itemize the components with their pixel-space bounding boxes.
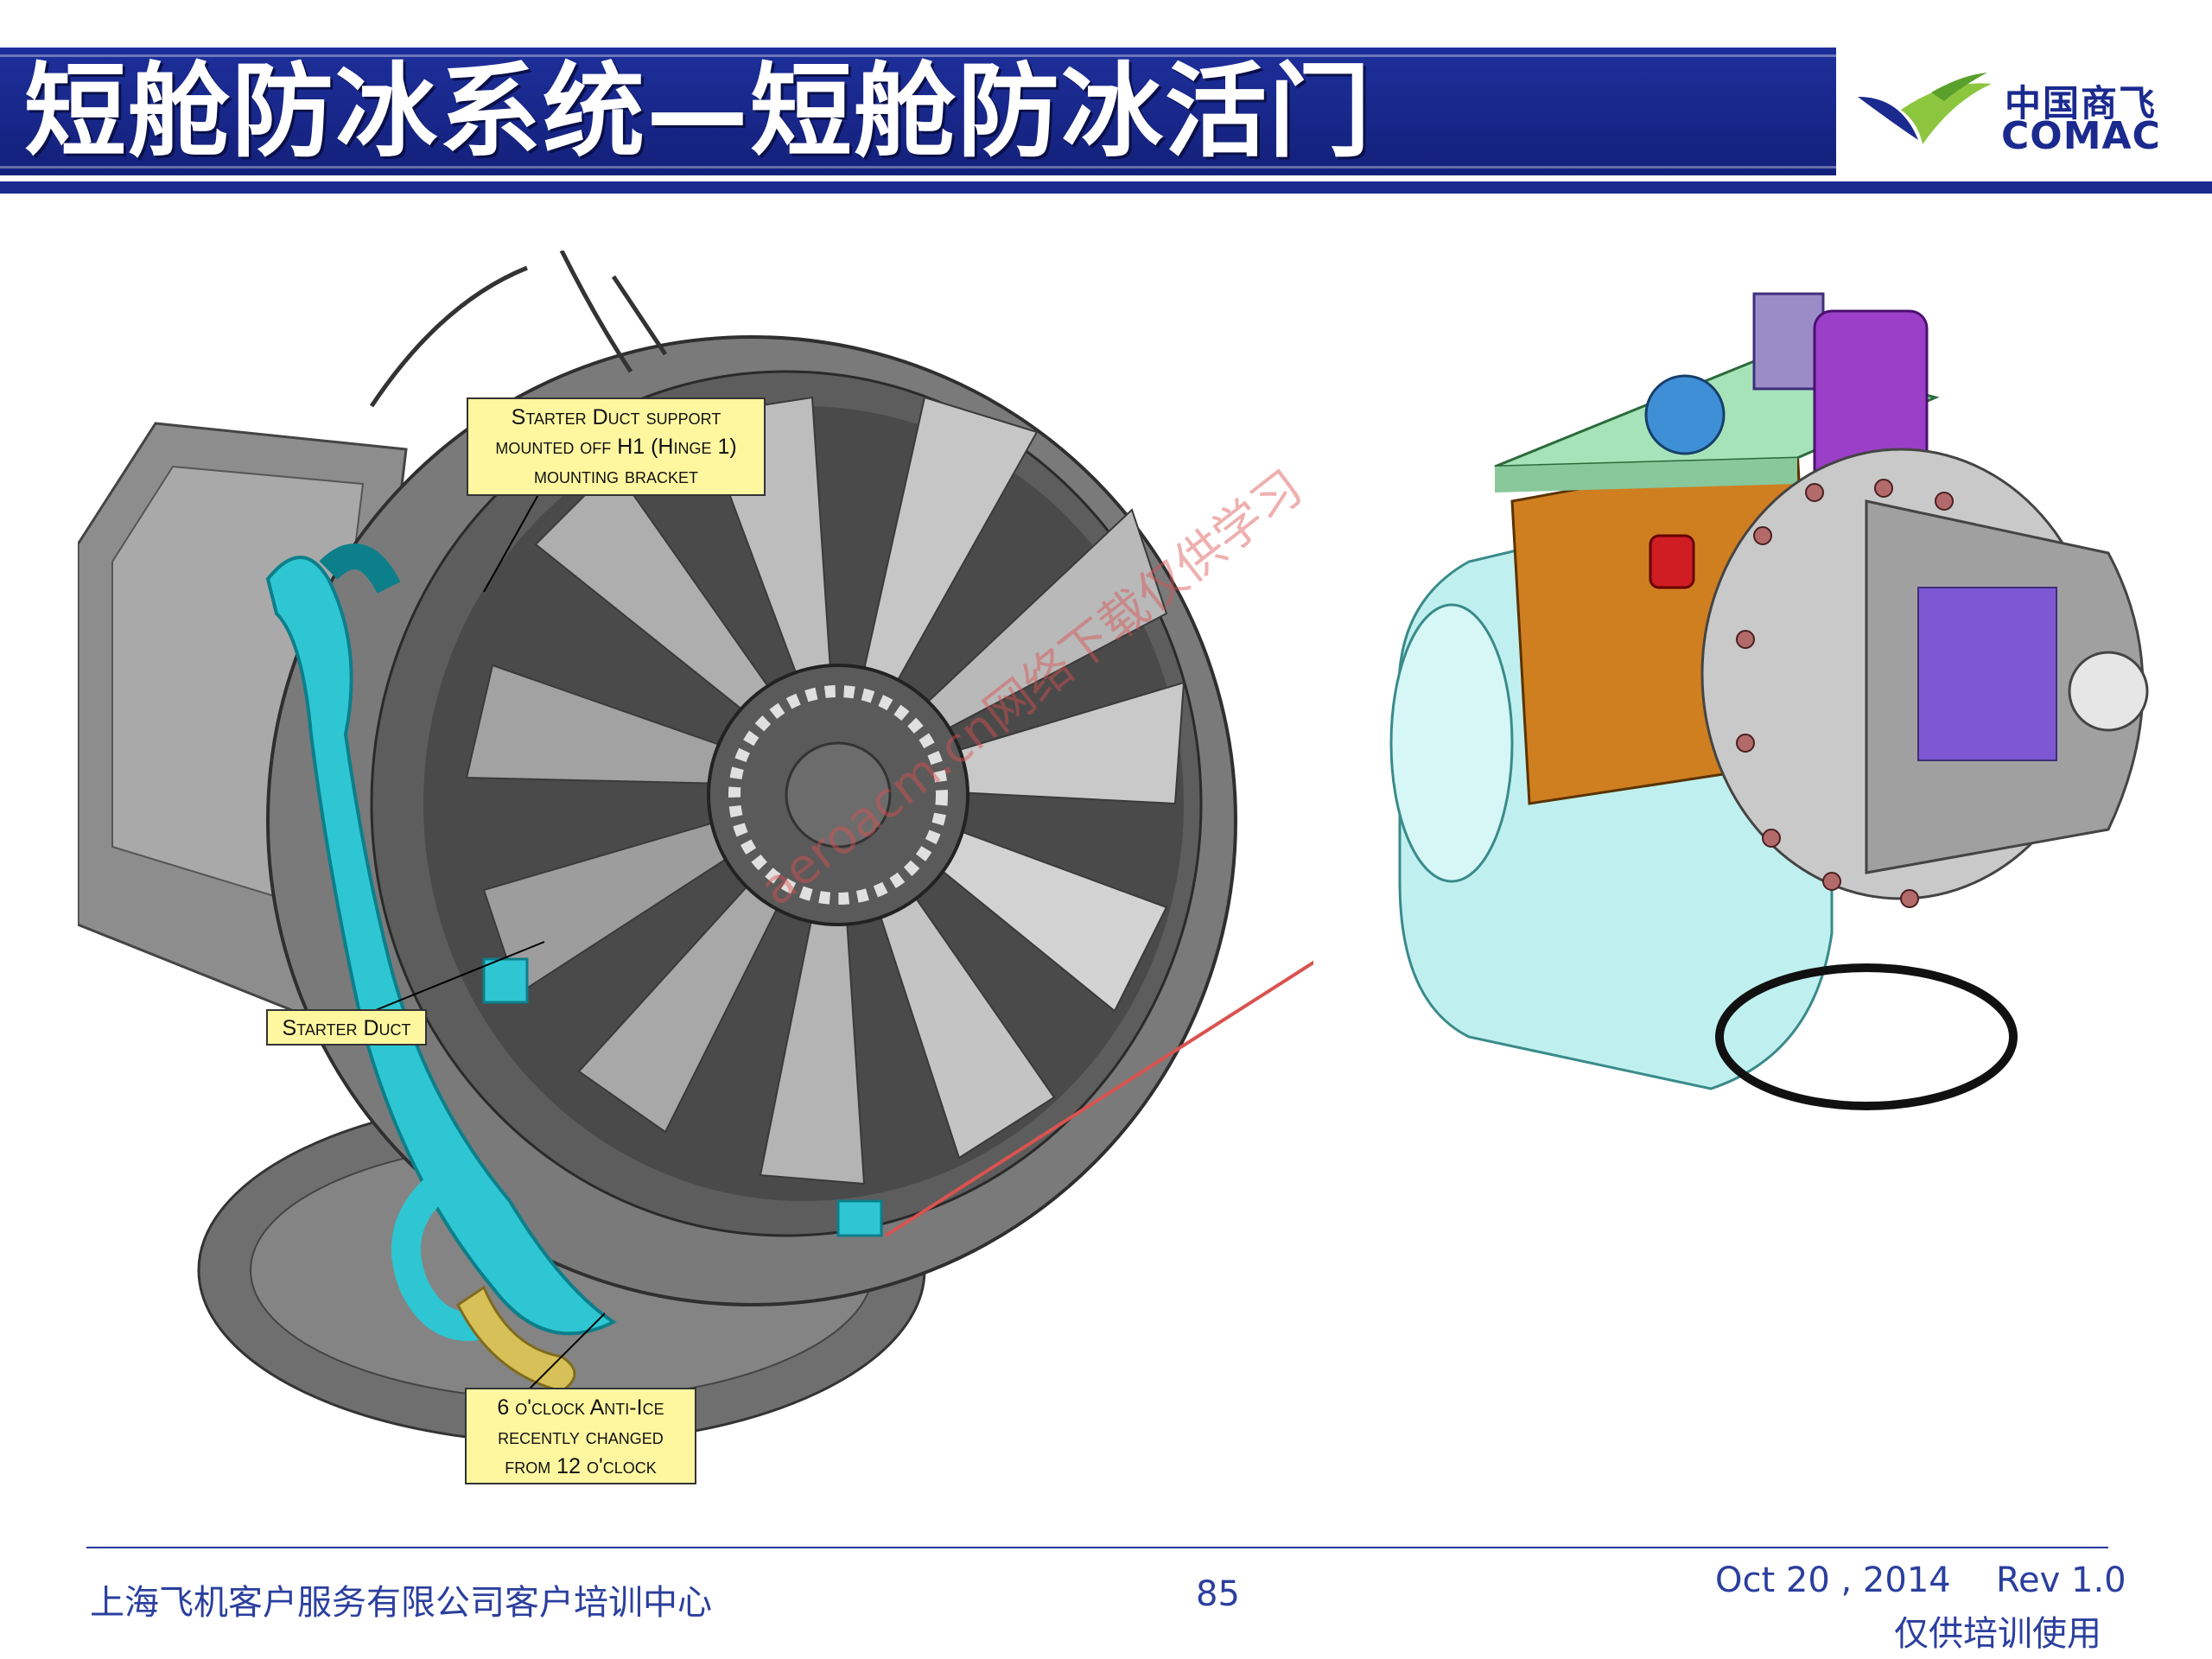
callout-line: Starter Duct support <box>511 405 721 429</box>
callout-line: 6 o'clock Anti-Ice <box>497 1395 664 1420</box>
callout-starter-duct: Starter Duct <box>266 1009 427 1046</box>
page-number: 85 <box>1196 1574 1240 1614</box>
slide-title: 短舱防冰系统—短舱防冰活门 <box>24 52 1373 171</box>
motor-label-plate <box>1917 587 2057 761</box>
logo-english-name: COMAC <box>2001 114 2161 158</box>
footer-revision: Rev 1.0 <box>1996 1560 2126 1600</box>
footer-usage-note: 仅供培训使用 <box>1894 1614 2101 1654</box>
footer-divider <box>86 1547 2108 1548</box>
callout-line: mounted off H1 (Hinge 1) <box>495 435 737 459</box>
title-underline <box>0 181 2212 194</box>
engine-nacelle-illustration <box>78 251 1313 1445</box>
comac-wing-icon <box>1858 73 1992 144</box>
callout-line: mounting bracket <box>534 464 698 488</box>
callout-line: from 12 o'clock <box>505 1454 657 1478</box>
pointer-arrow <box>884 960 1313 1237</box>
title-banner: 短舱防冰系统—短舱防冰活门 <box>0 48 1836 175</box>
red-cap <box>1649 534 1695 589</box>
duct-bracket <box>482 957 529 1004</box>
footer-date: Oct 20 , 2014 <box>1715 1560 1951 1600</box>
anti-ice-valve-illustration <box>1389 292 2149 1110</box>
electrical-connector <box>1752 292 1825 391</box>
callout-starter-duct-support: Starter Duct support mounted off H1 (Hin… <box>467 397 766 496</box>
callout-anti-ice: 6 o'clock Anti-Ice recently changed from… <box>465 1388 696 1484</box>
comac-logo: 中国商飞 COMAC <box>1849 62 2195 166</box>
footer-company: 上海飞机客户服务有限公司客户培训中心 <box>90 1583 712 1623</box>
outlet-flange <box>1715 963 2018 1110</box>
starter-duct <box>265 556 617 1336</box>
callout-line: recently changed <box>498 1425 664 1449</box>
logo-chinese-name: 中国商飞 <box>2005 82 2158 124</box>
anti-ice-duct <box>456 1285 576 1393</box>
